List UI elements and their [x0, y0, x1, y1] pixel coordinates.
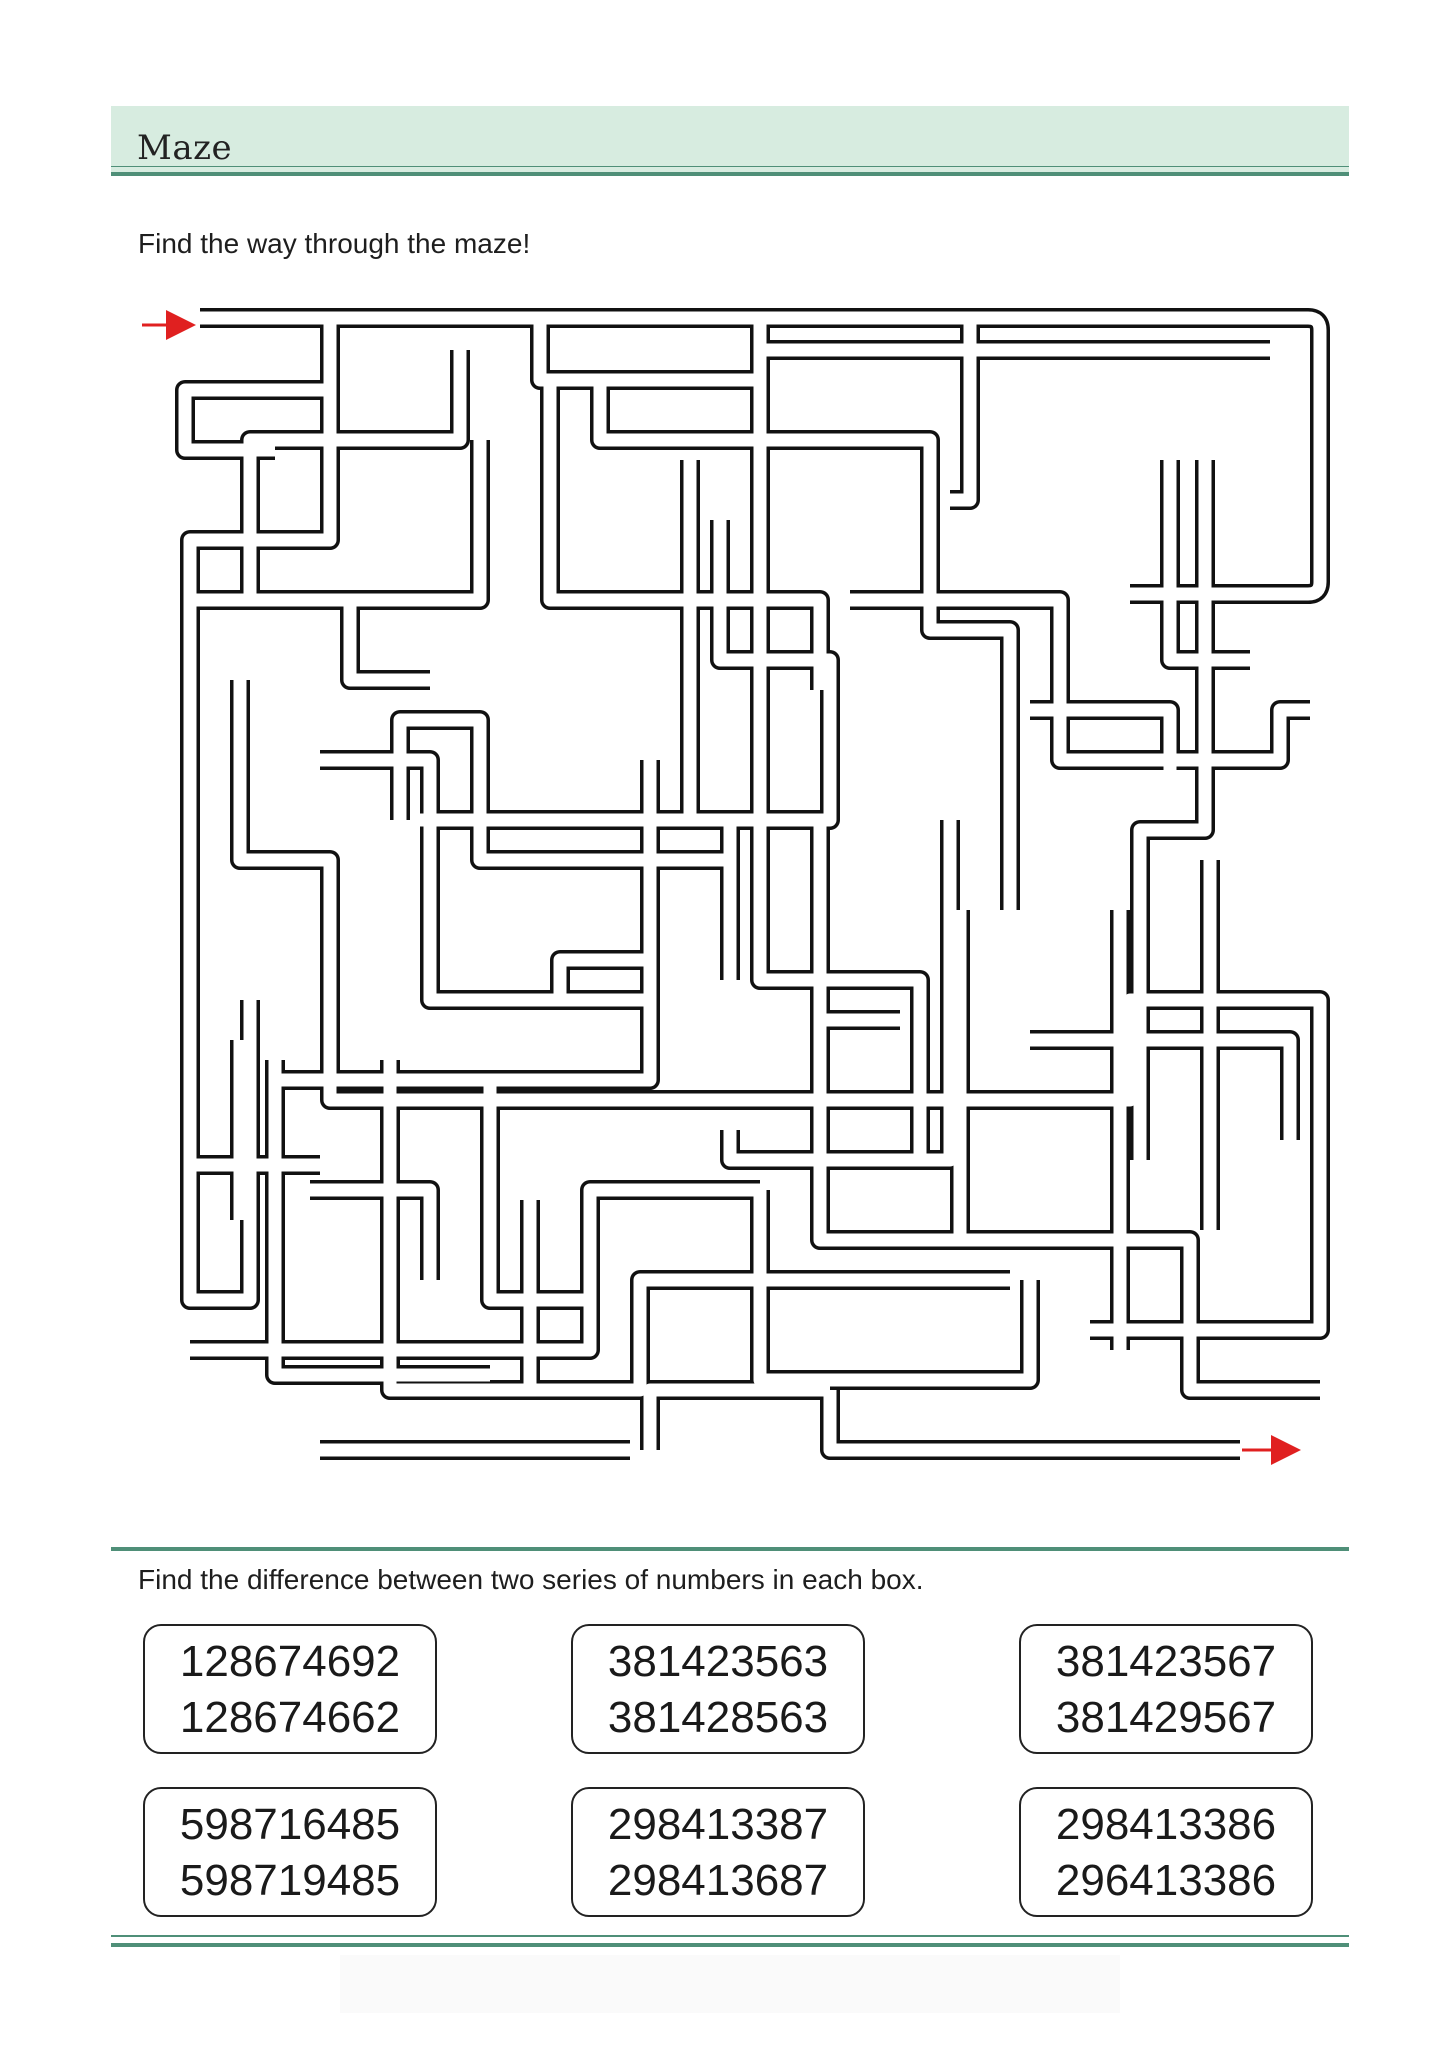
maze-instruction: Find the way through the maze! [138, 228, 531, 259]
title-band: Maze [111, 106, 1349, 176]
number-box: 598716485 598719485 [143, 1787, 437, 1917]
section-divider [111, 1547, 1349, 1551]
number-bottom: 296413386 [1055, 1856, 1277, 1905]
number-top: 598716485 [179, 1800, 401, 1849]
number-bottom: 381429567 [1055, 1693, 1277, 1742]
number-bottom: 298413687 [607, 1856, 829, 1905]
number-bottom: 381428563 [607, 1693, 829, 1742]
number-box: 128674692 128674662 [143, 1624, 437, 1754]
number-top: 381423563 [607, 1637, 829, 1686]
number-top: 128674692 [179, 1637, 401, 1686]
number-top: 298413386 [1055, 1800, 1277, 1849]
number-bottom: 598719485 [179, 1856, 401, 1905]
number-box: 381423567 381429567 [1019, 1624, 1313, 1754]
maze-paths [175, 308, 1330, 1460]
footer-area [340, 1955, 1120, 2013]
number-box: 298413386 296413386 [1019, 1787, 1313, 1917]
number-box: 298413387 298413687 [571, 1787, 865, 1917]
number-top: 298413387 [607, 1800, 829, 1849]
number-box: 381423563 381428563 [571, 1624, 865, 1754]
maze[interactable] [130, 300, 1350, 1525]
number-top: 381423567 [1055, 1637, 1277, 1686]
footer-rule-thin [111, 1935, 1349, 1937]
footer-rule [111, 1943, 1349, 1947]
number-bottom: 128674662 [179, 1693, 401, 1742]
numbers-instruction: Find the difference between two series o… [138, 1564, 924, 1595]
page-title: Maze [137, 128, 233, 168]
